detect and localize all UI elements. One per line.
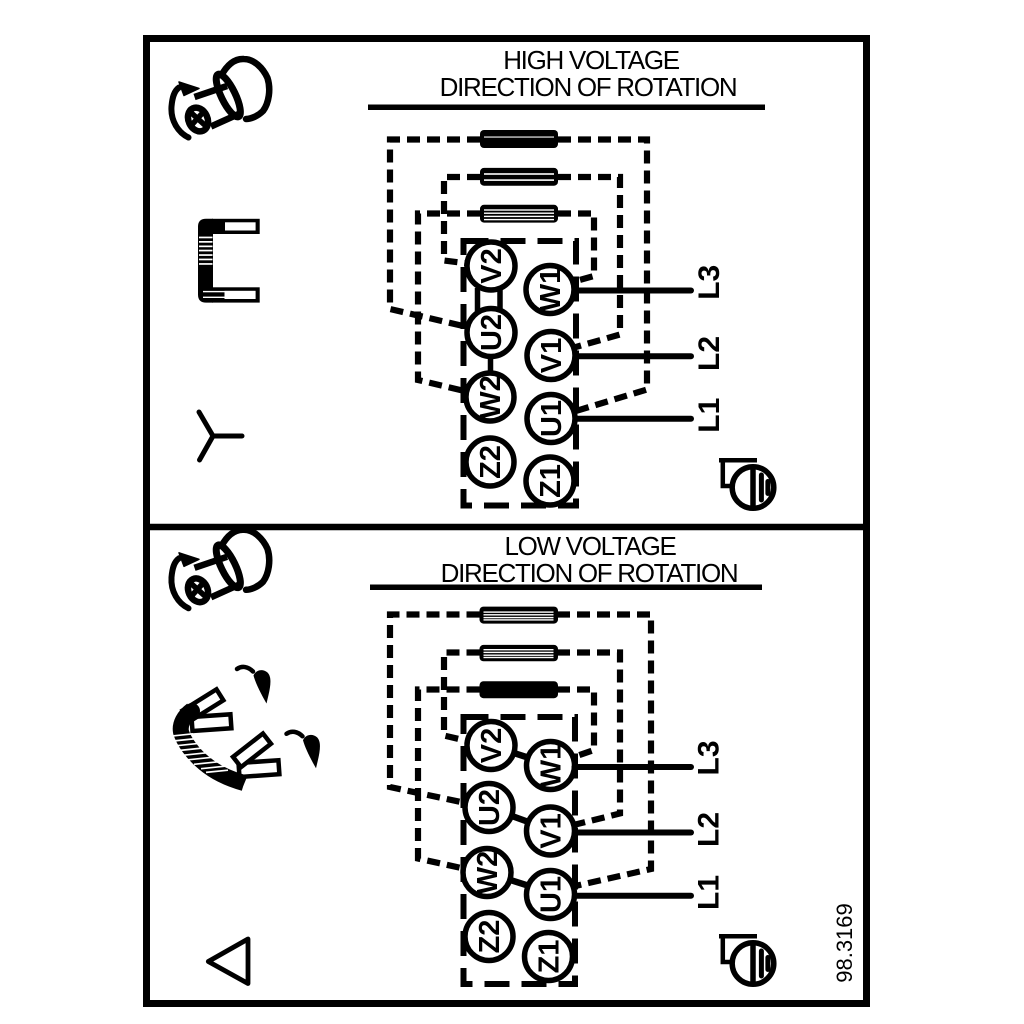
svg-text:Z1: Z1 bbox=[534, 940, 566, 974]
svg-text:W1: W1 bbox=[536, 744, 568, 788]
svg-text:Z1: Z1 bbox=[535, 464, 567, 498]
svg-text:V2: V2 bbox=[476, 248, 508, 283]
svg-text:L3: L3 bbox=[693, 740, 726, 775]
svg-text:W1: W1 bbox=[535, 268, 567, 312]
svg-text:Z2: Z2 bbox=[475, 445, 507, 479]
svg-text:L1: L1 bbox=[693, 398, 726, 433]
svg-text:V1: V1 bbox=[536, 813, 568, 848]
svg-text:W2: W2 bbox=[472, 851, 504, 895]
svg-text:U2: U2 bbox=[474, 789, 506, 826]
svg-text:L2: L2 bbox=[693, 812, 726, 847]
svg-text:Z2: Z2 bbox=[474, 920, 506, 954]
svg-text:DIRECTION OF ROTATION: DIRECTION OF ROTATION bbox=[441, 558, 738, 588]
svg-text:V2: V2 bbox=[476, 728, 508, 763]
svg-text:W2: W2 bbox=[475, 375, 507, 419]
svg-text:DIRECTION OF ROTATION: DIRECTION OF ROTATION bbox=[440, 72, 737, 102]
svg-text:L2: L2 bbox=[693, 336, 726, 371]
svg-text:98.3169: 98.3169 bbox=[832, 903, 857, 983]
svg-text:LOW VOLTAGE: LOW VOLTAGE bbox=[504, 531, 676, 561]
svg-text:V1: V1 bbox=[536, 338, 568, 373]
svg-text:U1: U1 bbox=[536, 400, 568, 437]
svg-text:L1: L1 bbox=[693, 875, 726, 910]
svg-text:HIGH VOLTAGE: HIGH VOLTAGE bbox=[503, 45, 680, 75]
svg-text:U1: U1 bbox=[536, 876, 568, 913]
svg-text:L3: L3 bbox=[693, 265, 726, 300]
svg-text:U2: U2 bbox=[476, 314, 508, 351]
